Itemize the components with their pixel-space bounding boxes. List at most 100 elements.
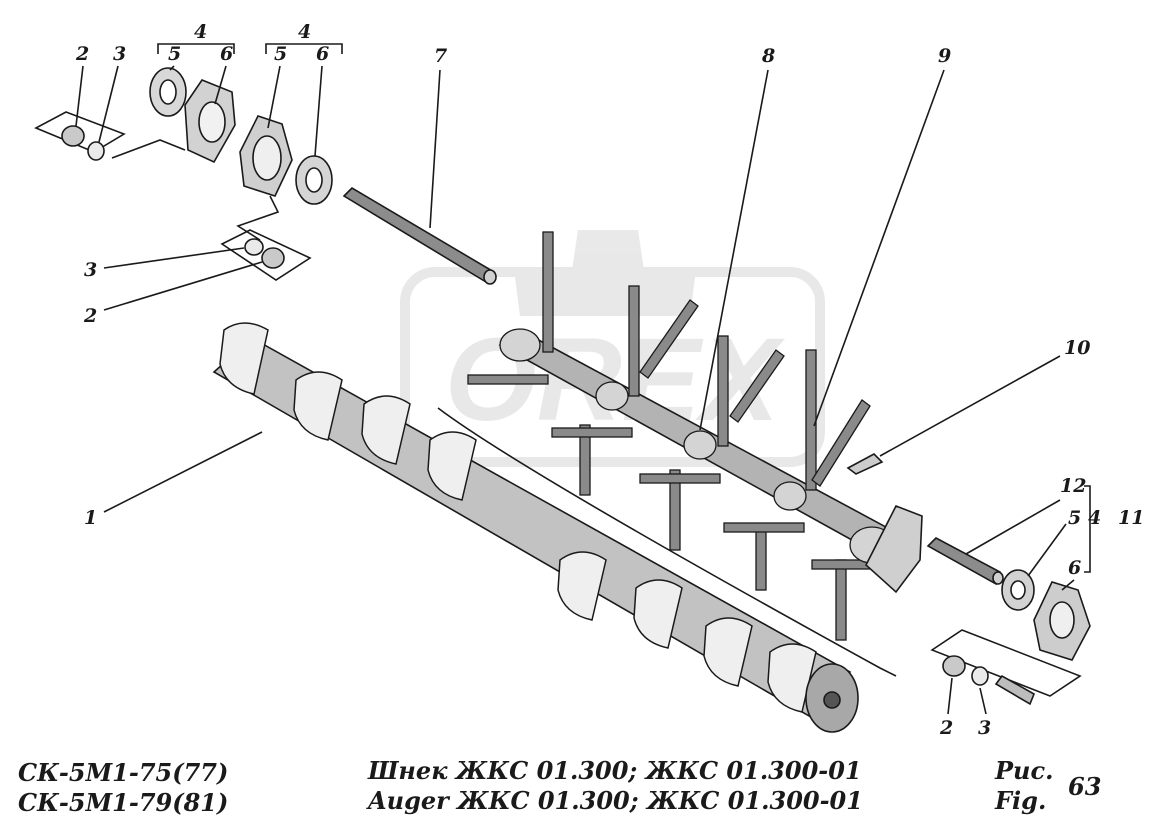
housing-5-right-bore [252,135,282,181]
callout-12: 12 [1060,475,1086,497]
watermark-gear-icon [514,230,696,316]
shaft-12-icon [926,537,1001,586]
watermark: OREX [400,230,825,467]
title-line-en: Auger ЖКС 01.300; ЖКС 01.300-01 [368,786,863,815]
bracket-4b [265,43,343,54]
tine [805,349,817,491]
caption-model-codes: СК-5М1-75(77) СК-5М1-79(81) [18,758,228,818]
leader-5-left [169,65,175,71]
bearing-group-upper-left [34,43,343,311]
fig-label-ru: Рис. [995,756,1054,785]
tine [669,469,681,551]
callout-5-right: 5 [274,43,287,65]
leader-5-far-right [1027,523,1067,577]
leader-6-right [314,65,323,157]
callout-3-upper: 3 [113,43,126,65]
callout-6-far-right: 6 [1068,557,1081,579]
tine [542,231,554,353]
washer-3-lower-icon [971,666,989,686]
flight [361,395,411,465]
callout-2-lower: 2 [939,717,953,739]
auger-end-bore [823,691,841,709]
exploded-parts-diagram: OREX [34,21,1144,739]
finger-mechanism [467,69,945,641]
callout-2-middle: 2 [83,305,97,327]
shaft-7-body [342,186,496,284]
callout-5-far-right: 5 [1068,507,1081,529]
callout-6-left: 6 [220,43,233,65]
tine-cross [723,522,805,533]
shaft-7-end [483,269,497,285]
callout-3-lower: 3 [978,717,991,739]
leader-12 [965,499,1061,555]
end-bracket-right [865,504,923,594]
leader-8 [699,69,769,431]
bracket-4a [157,43,235,54]
hub [683,430,717,460]
caption-title: Шнек ЖКС 01.300; ЖКС 01.300-01 Auger ЖКС… [368,756,863,816]
leader-2-upper [75,65,84,127]
figure-number: 63 [1068,772,1102,801]
caption-fig-label: Рис. Fig. [995,756,1053,816]
flight [219,322,269,395]
auger-1 [103,322,897,733]
nut-2-lower-icon [942,655,966,677]
leader-3-lower [979,687,987,715]
flight [633,579,683,649]
tine [579,424,591,496]
hub [773,481,807,511]
callout-11: 11 [1118,507,1144,529]
leader-9 [813,69,945,427]
leader-2-lower [947,677,953,715]
washer-3-middle-icon [244,238,264,256]
part-10 [846,355,1061,475]
bracket-11 [1084,485,1091,573]
tine-cross [551,427,633,438]
leader-1 [103,431,263,513]
shaft-7 [342,69,497,285]
tine [628,285,640,397]
bearing-5-left-bore [159,79,177,105]
leader-6-left [214,65,227,105]
fig-label-en: Fig. [995,786,1047,815]
tine [835,559,847,641]
flight [557,551,607,621]
callout-6-right: 6 [316,43,329,65]
shaft-12-end [992,571,1004,585]
leader-3-middle [103,247,245,269]
auger-flights [219,322,817,713]
tine [729,349,785,423]
hub [499,328,541,362]
callouts: 2 3 4 5 6 4 5 6 7 8 9 10 3 2 1 12 5 4 11… [75,21,1144,739]
callout-1: 1 [84,507,97,529]
model-code-line: СК-5М1-75(77) [18,758,229,787]
flight [767,643,817,713]
callout-7: 7 [434,45,447,67]
flight [703,617,753,687]
finger-tines [467,231,873,641]
leader-10 [879,355,1061,457]
clip-10-icon [846,453,884,475]
callout-8: 8 [761,45,775,67]
hub [595,381,629,411]
leader-6-far-right [1061,579,1075,591]
tine [717,335,729,447]
leader-tray-link [111,139,186,159]
washer-3-upper-icon [87,141,105,161]
flight [293,371,343,441]
model-code-line: СК-5М1-79(81) [18,788,229,817]
callout-9: 9 [938,45,951,67]
tine [755,529,767,591]
callout-3-middle: 3 [84,259,97,281]
tine-cross [639,473,721,484]
bearing-6-right-bore [305,167,323,193]
watermark-frame [400,267,825,467]
auger-outline-curve [437,407,897,677]
bearing-group-right [926,485,1091,715]
housing-6-far-right-bore [1049,601,1075,639]
tine-cross [467,374,549,385]
callout-10: 10 [1064,337,1090,359]
nut-2-upper-icon [61,125,85,147]
nut-2-middle-icon [261,247,285,269]
